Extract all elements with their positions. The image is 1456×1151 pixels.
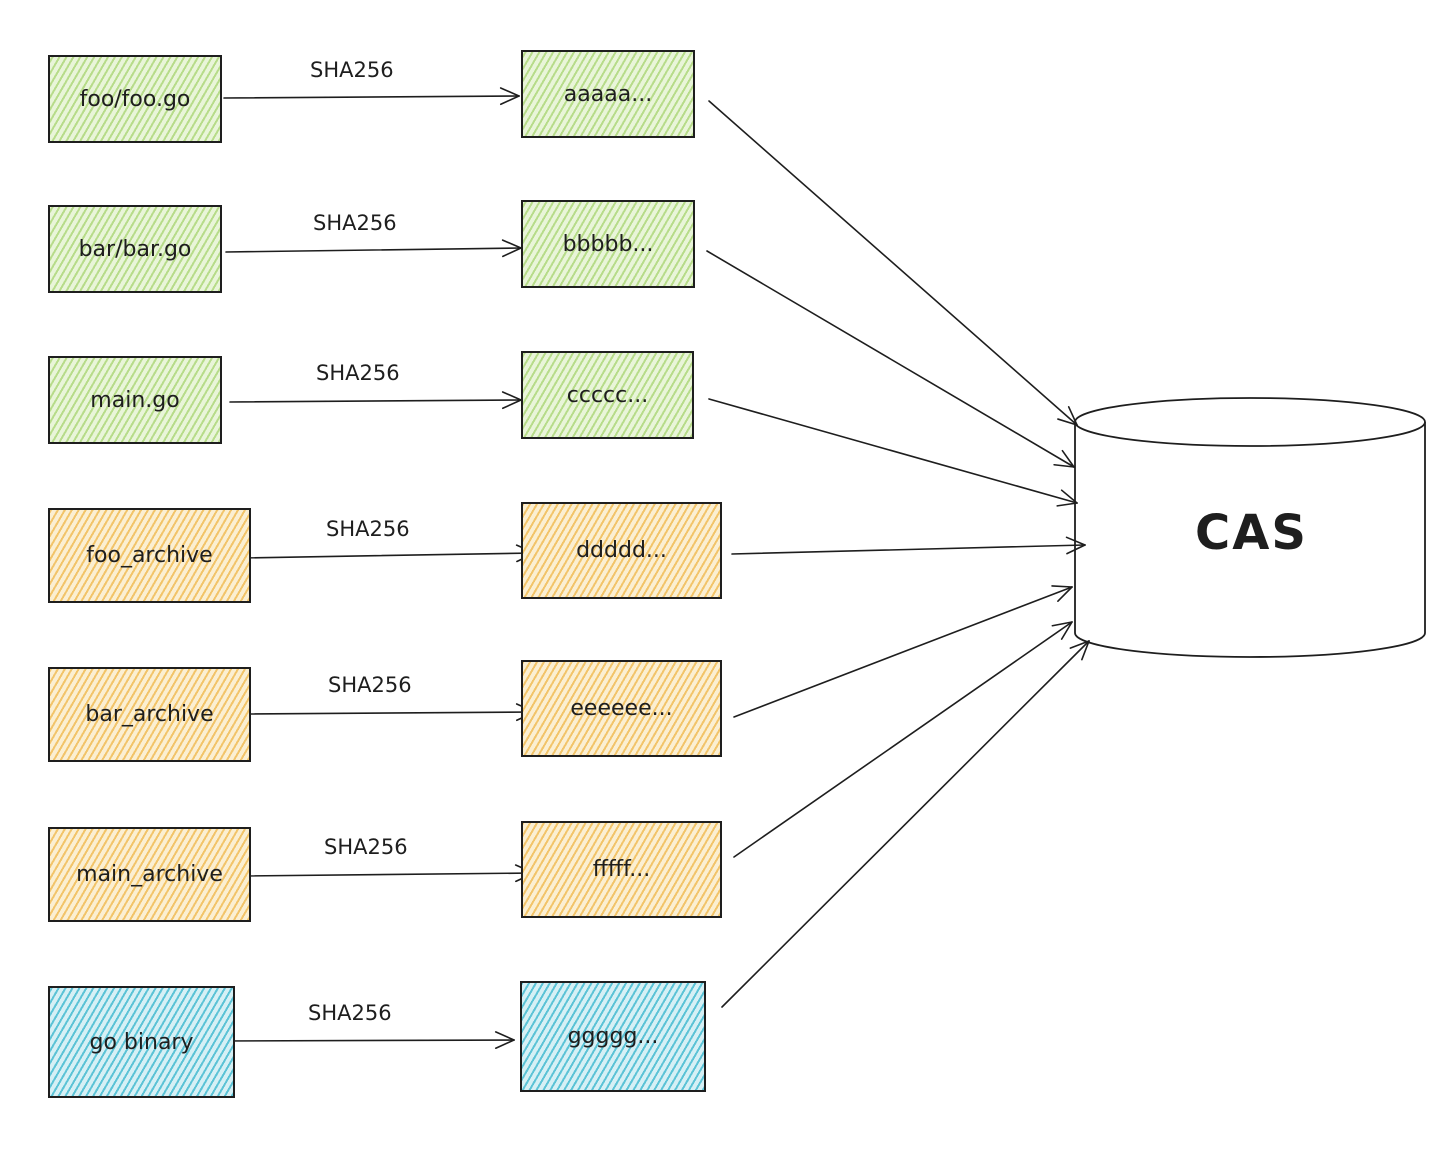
source-label: foo/foo.go bbox=[79, 86, 191, 112]
hash-label: SHA256 bbox=[328, 673, 412, 697]
source-label: main_archive bbox=[76, 862, 223, 887]
digest-label: eeeeee... bbox=[570, 696, 673, 721]
digest-label: ccccc... bbox=[566, 382, 649, 408]
hash-label: SHA256 bbox=[316, 361, 400, 385]
cas-store-label: CAS bbox=[1195, 505, 1308, 561]
digest-box-e: eeeeee... bbox=[521, 660, 722, 757]
hash-arrow-2 bbox=[225, 247, 522, 253]
hash-label: SHA256 bbox=[324, 835, 408, 859]
hash-arrow-1-head bbox=[499, 95, 520, 106]
store-arrow-4-head bbox=[1065, 536, 1086, 546]
source-box-foo-go: foo/foo.go bbox=[48, 55, 222, 143]
hash-arrow-3 bbox=[229, 399, 522, 403]
source-box-main-archive: main_archive bbox=[48, 827, 251, 922]
store-arrow-6-head bbox=[1051, 621, 1073, 627]
hash-arrow-4 bbox=[239, 552, 536, 559]
hash-arrow-6 bbox=[241, 872, 535, 877]
source-box-foo-archive: foo_archive bbox=[48, 508, 251, 603]
hash-label: SHA256 bbox=[308, 1001, 392, 1025]
digest-label: ggggg... bbox=[567, 1024, 659, 1049]
store-arrow-7 bbox=[721, 640, 1090, 1008]
source-label: bar_archive bbox=[85, 702, 214, 727]
source-box-go-binary: go binary bbox=[48, 986, 235, 1098]
store-arrow-5-head bbox=[1051, 585, 1073, 588]
hash-arrow-1 bbox=[223, 95, 520, 99]
hash-label: SHA256 bbox=[313, 211, 397, 235]
store-arrow-6-head bbox=[1060, 621, 1073, 640]
hash-arrow-1-head bbox=[499, 87, 520, 97]
hash-arrow-2-head bbox=[501, 239, 522, 249]
store-arrow-1 bbox=[708, 100, 1078, 426]
digest-label: ddddd... bbox=[576, 538, 667, 563]
digest-box-a: aaaaa... bbox=[521, 50, 695, 138]
hash-arrow-5 bbox=[244, 711, 536, 715]
hash-arrow-7-head bbox=[494, 1039, 515, 1050]
hash-label: SHA256 bbox=[326, 517, 410, 541]
source-box-bar-go: bar/bar.go bbox=[48, 205, 222, 293]
store-arrow-2 bbox=[706, 250, 1075, 468]
hash-arrow-7-head bbox=[494, 1031, 515, 1041]
digest-box-d: ddddd... bbox=[521, 502, 722, 599]
digest-box-b: bbbbb... bbox=[521, 200, 695, 288]
store-arrow-4 bbox=[731, 544, 1086, 555]
source-label: foo_archive bbox=[86, 543, 213, 568]
digest-label: bbbbb... bbox=[562, 231, 654, 257]
digest-box-g: ggggg... bbox=[520, 981, 706, 1092]
store-arrow-2-head bbox=[1053, 463, 1075, 468]
source-label: main.go bbox=[90, 387, 180, 413]
source-label: go binary bbox=[89, 1029, 194, 1055]
store-arrow-3-head bbox=[1056, 502, 1078, 507]
store-arrow-1-head bbox=[1057, 418, 1078, 426]
hash-arrow-2-head bbox=[502, 247, 522, 258]
source-box-main-go: main.go bbox=[48, 356, 222, 444]
store-arrow-3 bbox=[708, 398, 1078, 504]
source-box-bar-archive: bar_archive bbox=[48, 667, 251, 762]
store-arrow-1-head bbox=[1067, 406, 1078, 426]
digest-box-c: ccccc... bbox=[521, 351, 694, 439]
digest-box-f: fffff... bbox=[521, 821, 722, 918]
hash-arrow-7 bbox=[219, 1039, 515, 1042]
digest-label: aaaaa... bbox=[563, 81, 653, 107]
hash-label: SHA256 bbox=[310, 58, 394, 82]
store-arrow-7-head bbox=[1069, 640, 1090, 649]
hash-arrow-3-head bbox=[501, 391, 522, 401]
store-arrow-5 bbox=[733, 586, 1073, 718]
store-arrow-7-head bbox=[1081, 640, 1090, 661]
hash-arrow-3-head bbox=[501, 399, 522, 410]
store-arrow-4-head bbox=[1066, 544, 1086, 555]
cas-cylinder bbox=[1074, 397, 1426, 658]
store-arrow-5-head bbox=[1057, 586, 1073, 602]
store-arrow-6 bbox=[733, 621, 1073, 858]
source-label: bar/bar.go bbox=[78, 236, 192, 262]
digest-label: fffff... bbox=[592, 857, 651, 882]
store-arrow-3-head bbox=[1060, 489, 1078, 504]
store-arrow-2-head bbox=[1061, 449, 1075, 468]
